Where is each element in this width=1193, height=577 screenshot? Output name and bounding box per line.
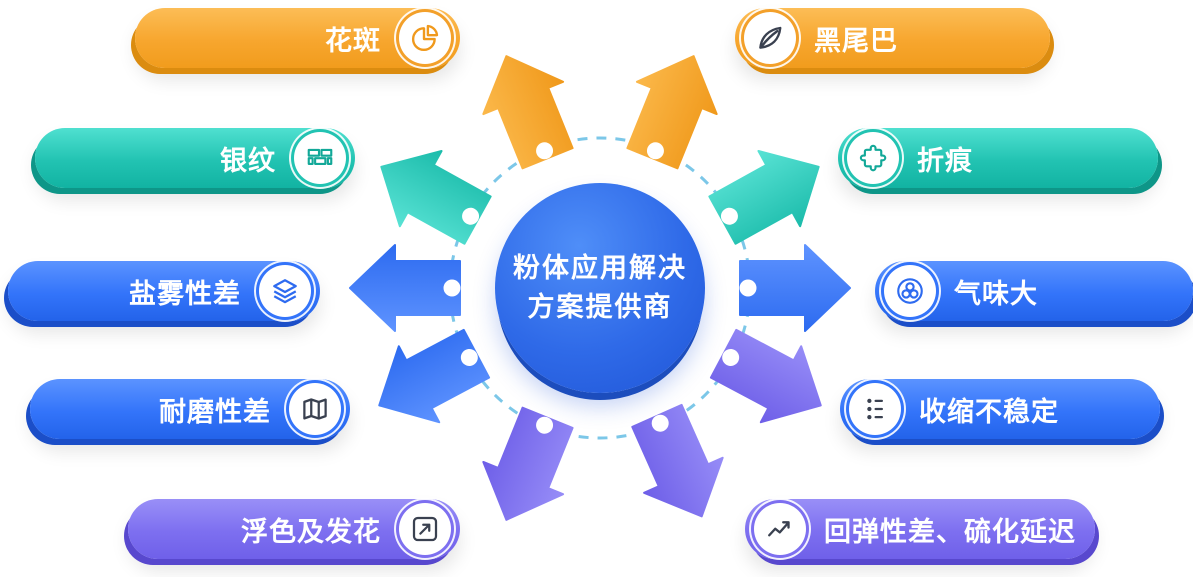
pill-shrinkage-label: 收缩不稳定 [919, 396, 1059, 427]
line-chart-icon [754, 503, 806, 555]
center-title-line2: 方案提供商 [527, 292, 673, 322]
arrow-salt-spray [349, 244, 461, 332]
dots-list-icon [849, 383, 901, 435]
map-icon [289, 383, 341, 435]
leaf-icon [744, 12, 796, 64]
arrow-color-floating [482, 406, 574, 521]
pill-color-floating-label: 浮色及发花 [241, 516, 381, 547]
arrow-wear-resistance [378, 328, 491, 424]
pill-wear-resistance-label: 耐磨性差 [159, 396, 271, 427]
bricks-icon [294, 132, 346, 184]
pill-crease: 折痕 [838, 128, 1158, 188]
trend-arrow-icon [399, 503, 451, 555]
arrow-shrinkage [709, 328, 822, 424]
pill-resilience-label: 回弹性差、硫化延迟 [824, 516, 1076, 547]
puzzle-icon [847, 132, 899, 184]
layers-icon [259, 265, 311, 317]
pill-shrinkage: 收缩不稳定 [840, 379, 1160, 439]
pill-wear-resistance: 耐磨性差 [30, 379, 350, 439]
pie-chart-icon [399, 12, 451, 64]
arrow-odor [739, 244, 851, 332]
bubbles-icon [884, 265, 936, 317]
arrow-resilience [631, 403, 724, 518]
arrow-black-tail [626, 55, 718, 170]
pill-black-tail-label: 黑尾巴 [814, 25, 898, 56]
pill-salt-spray-label: 盐雾性差 [129, 278, 241, 309]
pill-color-floating: 浮色及发花 [128, 499, 460, 559]
pill-salt-spray: 盐雾性差 [8, 261, 320, 321]
pill-crease-label: 折痕 [917, 145, 973, 176]
pill-odor: 气味大 [875, 261, 1193, 321]
center-title-line1: 粉体应用解决 [513, 252, 687, 283]
arrow-mottling [482, 55, 574, 170]
pill-mottling-label: 花斑 [325, 25, 381, 56]
center-node: 粉体应用解决 方案提供商 [495, 183, 705, 393]
pill-silver-streak: 银纹 [35, 128, 355, 188]
pill-resilience: 回弹性差、硫化延迟 [745, 499, 1095, 559]
pill-silver-streak-label: 银纹 [220, 145, 276, 176]
pill-odor-label: 气味大 [954, 278, 1038, 309]
arrow-silver-streak [380, 150, 492, 245]
arrow-crease [708, 150, 820, 245]
pill-mottling: 花斑 [135, 8, 460, 68]
pill-black-tail: 黑尾巴 [735, 8, 1050, 68]
